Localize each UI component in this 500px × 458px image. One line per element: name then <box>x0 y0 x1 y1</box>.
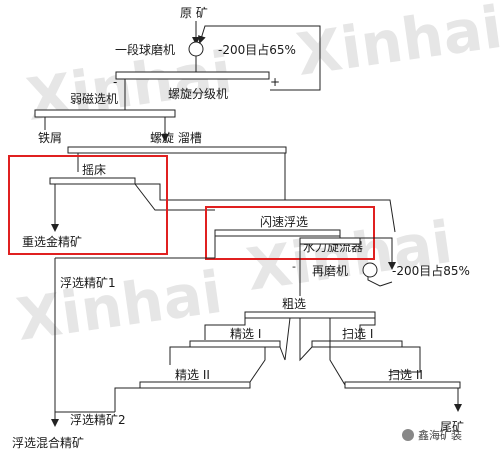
watermark: Xinhai <box>12 258 226 354</box>
watermark: Xinhai <box>292 0 500 89</box>
spiral-classifier-bar <box>115 71 270 80</box>
cleaner-2-bar <box>139 381 251 389</box>
cleaner-1-bar <box>189 340 281 348</box>
wechat-icon <box>402 429 414 441</box>
flash-flotation-label: 闪速浮选 <box>260 215 308 229</box>
ball-mill-icon <box>188 41 204 57</box>
hydrocyclone-bar <box>299 237 361 245</box>
scavenger-2-label: 扫选 II <box>388 368 423 382</box>
grind-size-label: -200目占65% <box>218 42 296 57</box>
minus-sign: - <box>292 260 296 273</box>
gravity-section-highlight <box>8 155 168 255</box>
spiral-chute-label: 螺旋 溜槽 <box>150 130 202 145</box>
gravity-gold-label: 重选金精矿 <box>22 234 82 249</box>
brand-label: 鑫海矿装 <box>418 428 462 442</box>
shaking-table-bar <box>49 177 136 185</box>
rougher-label: 粗选 <box>282 297 306 311</box>
grind-size-2-label: -200目占85% <box>392 263 470 278</box>
float-conc-1-label: 浮选精矿1 <box>60 276 116 290</box>
flash-flotation-bar <box>214 229 341 237</box>
ball-mill-label: 一段球磨机 <box>115 42 175 57</box>
scavenger-1-bar <box>311 340 403 348</box>
regrind-mill-icon <box>362 262 378 278</box>
regrind-mill-label: 再磨机 <box>312 264 348 278</box>
plus-sign: + <box>270 75 280 89</box>
rougher-bar <box>244 311 376 319</box>
weak-magnetic-label: 弱磁选机 <box>70 91 118 106</box>
scavenger-2-bar <box>344 381 461 389</box>
minus-sign: - <box>113 75 117 89</box>
iron-scrap-label: 铁屑 <box>38 131 62 145</box>
float-conc-2-label: 浮选精矿2 <box>70 413 126 427</box>
cleaner-1-label: 精选 I <box>230 327 261 341</box>
weak-magnetic-bar <box>34 109 176 118</box>
flash-flotation-highlight <box>205 206 375 260</box>
cleaner-2-label: 精选 II <box>175 368 210 382</box>
raw-ore-label: 原 矿 <box>180 6 208 20</box>
shaking-table-label: 摇床 <box>82 163 106 177</box>
scavenger-1-label: 扫选 I <box>342 327 373 341</box>
spiral-classifier-label: 螺旋分级机 <box>168 87 228 101</box>
tailings-label: 尾矿 <box>440 420 464 434</box>
mixed-concentrate-label: 浮选混合精矿 <box>12 435 84 450</box>
spiral-chute-bar <box>67 146 287 154</box>
